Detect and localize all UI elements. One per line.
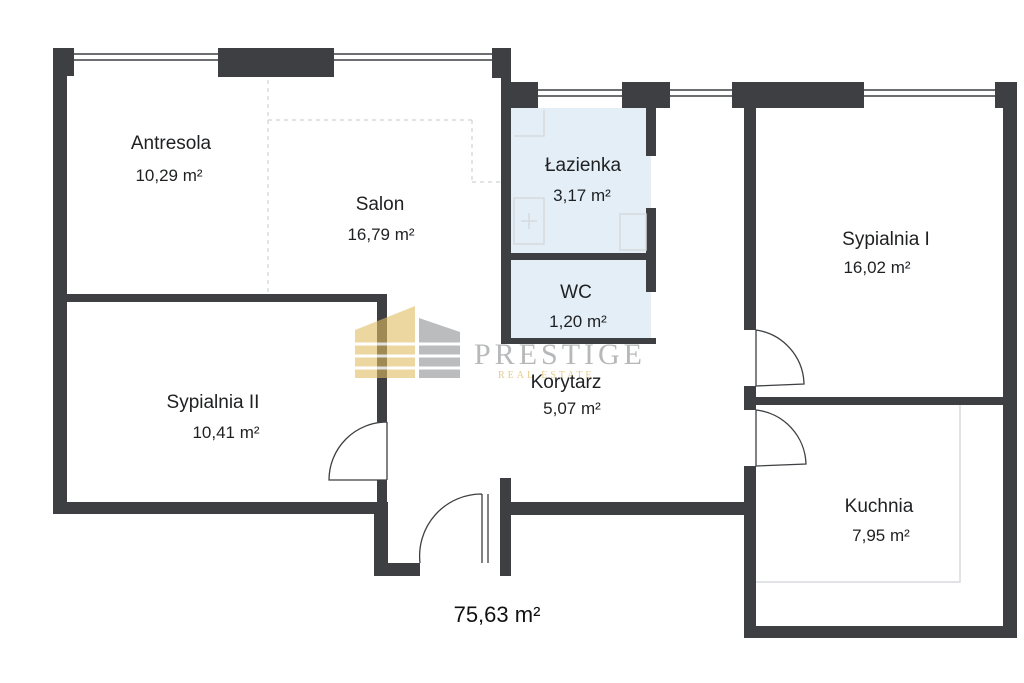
room-labels: Antresola 10,29 m² Salon 16,79 m² Łazien…	[131, 133, 930, 545]
walls	[53, 48, 1017, 638]
room-name-wc: WC	[560, 282, 592, 303]
fixtures	[513, 110, 961, 583]
room-area-korytarz: 5,07 m²	[543, 399, 601, 418]
watermark-name: PRESTIGE	[474, 338, 646, 371]
bathroom-floor	[511, 108, 651, 254]
room-area-sypialnia-1: 16,02 m²	[843, 258, 910, 277]
doors	[328, 329, 807, 564]
room-area-lazienka: 3,17 m²	[553, 186, 611, 205]
dashed-lines	[267, 80, 501, 294]
watermark-tagline: REAL ESTATE	[498, 370, 595, 381]
room-name-sypialnia-2: Sypialnia II	[167, 392, 260, 413]
room-area-kuchnia: 7,95 m²	[852, 526, 910, 545]
prestige-watermark: PRESTIGE REAL ESTATE	[355, 306, 646, 381]
room-name-kuchnia: Kuchnia	[845, 496, 914, 517]
room-name-salon: Salon	[356, 194, 405, 215]
room-name-korytarz: Korytarz	[531, 372, 602, 393]
room-area-salon: 16,79 m²	[347, 225, 414, 244]
room-area-sypialnia-2: 10,41 m²	[192, 423, 259, 442]
total-area: 75,63 m²	[454, 602, 541, 627]
room-name-lazienka: Łazienka	[545, 155, 621, 176]
room-area-antresola: 10,29 m²	[135, 166, 202, 185]
windows	[74, 53, 996, 97]
prestige-logo-icon	[355, 306, 460, 378]
room-name-sypialnia-1: Sypialnia I	[842, 229, 930, 250]
wc-floor	[511, 260, 651, 340]
room-name-antresola: Antresola	[131, 133, 212, 154]
room-area-wc: 1,20 m²	[549, 312, 607, 331]
